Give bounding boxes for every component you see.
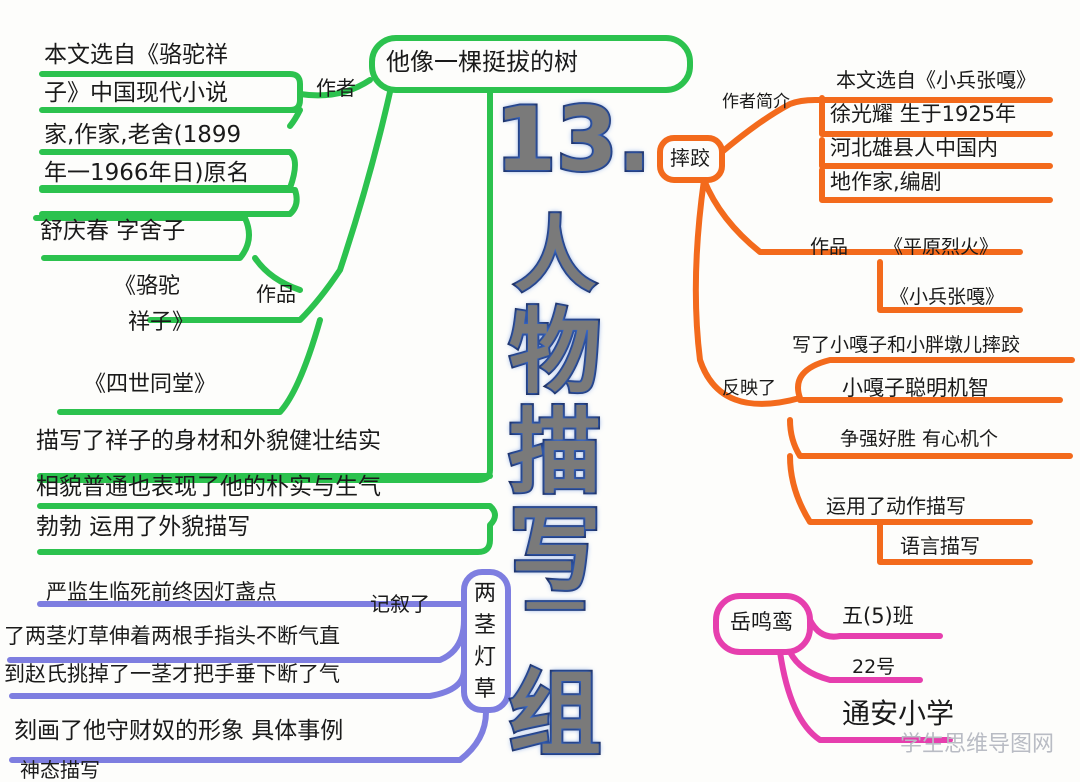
title-char: 写	[507, 495, 603, 606]
blue-line: 神态描写	[20, 758, 100, 782]
green-work-item: 祥子》	[128, 310, 195, 335]
orange-center-box	[657, 135, 725, 183]
green-desc-line: 相貌普通也表现了他的朴实与生气	[36, 474, 381, 500]
green-author-line: 子》中国现代小说	[44, 80, 228, 106]
green-work-item: 《骆驼	[114, 274, 181, 299]
blue-branches	[7, 569, 511, 763]
green-center-box	[369, 35, 693, 93]
green-branches	[33, 35, 693, 555]
green-desc-line: 描写了祥子的身材和外貌健壮结实	[36, 428, 381, 454]
green-center-text: 他像一棵挺拔的树	[386, 48, 578, 76]
pink-center-text: 岳鸣鸾	[730, 610, 793, 634]
green-author-line: 家,作家,老舍(1899	[44, 122, 242, 148]
green-author-line: 本文选自《骆驼祥	[44, 42, 228, 68]
orange-reflect-item: 小嘎子聪明机智	[842, 376, 989, 400]
blue-line: 了两茎灯草伸着两根手指头不断气直	[4, 624, 340, 648]
green-author-label: 作者	[316, 76, 356, 100]
orange-author-line: 徐光耀 生于1925年	[830, 102, 1017, 126]
title-char: 人	[512, 206, 598, 305]
orange-author-line: 本文选自《小兵张嘎》	[836, 68, 1036, 92]
orange-author-line: 地作家,编剧	[830, 170, 942, 194]
watermark: 学生思维导图网	[899, 732, 1054, 757]
orange-author-intro-label: 作者简介	[722, 92, 790, 112]
title-char: 物	[507, 297, 603, 408]
orange-reflect-item: 运用了动作描写	[826, 494, 966, 518]
orange-work-item: 《平原烈火》	[884, 236, 999, 258]
pink-item: 通安小学	[842, 697, 955, 730]
orange-reflect-item: 语言描写	[900, 534, 980, 558]
title-char: 一	[523, 572, 587, 646]
green-author-line: 年一1966年日)原名	[44, 160, 250, 186]
green-desc-line: 勃勃 运用了外貌描写	[36, 514, 251, 540]
orange-branches	[657, 95, 1075, 565]
green-works-label: 作品	[256, 282, 296, 306]
orange-author-line: 河北雄县人中国内	[830, 136, 998, 160]
orange-works-label: 作品	[810, 236, 849, 258]
orange-reflect-label: 反映了	[722, 378, 776, 399]
title-char-number: 13.	[493, 86, 653, 193]
title-char: 组	[507, 659, 603, 770]
orange-work-item: 《小兵张嘎》	[890, 286, 1005, 308]
blue-line: 刻画了他守财奴的形象 具体事例	[14, 718, 344, 744]
pink-item: 五(5)班	[842, 604, 914, 628]
blue-line: 到赵氏挑掉了一茎才把手垂下断了气	[4, 662, 340, 686]
pink-item: 22号	[852, 656, 896, 678]
blue-label-char: 两茎灯草	[474, 581, 497, 702]
orange-reflect-head: 写了小嘎子和小胖墩儿摔跤	[792, 334, 1021, 356]
title-char: 描	[507, 397, 603, 508]
blue-line: 记叙了	[370, 592, 430, 616]
orange-center-text: 摔跤	[670, 146, 710, 170]
green-author-line: 舒庆春 字舍子	[40, 218, 186, 244]
green-work-item: 《四世同堂》	[84, 372, 217, 397]
blue-line: 严监生临死前终因灯盏点	[46, 580, 277, 604]
orange-reflect-item: 争强好胜 有心机个	[840, 428, 999, 450]
pink-branches	[713, 593, 953, 743]
